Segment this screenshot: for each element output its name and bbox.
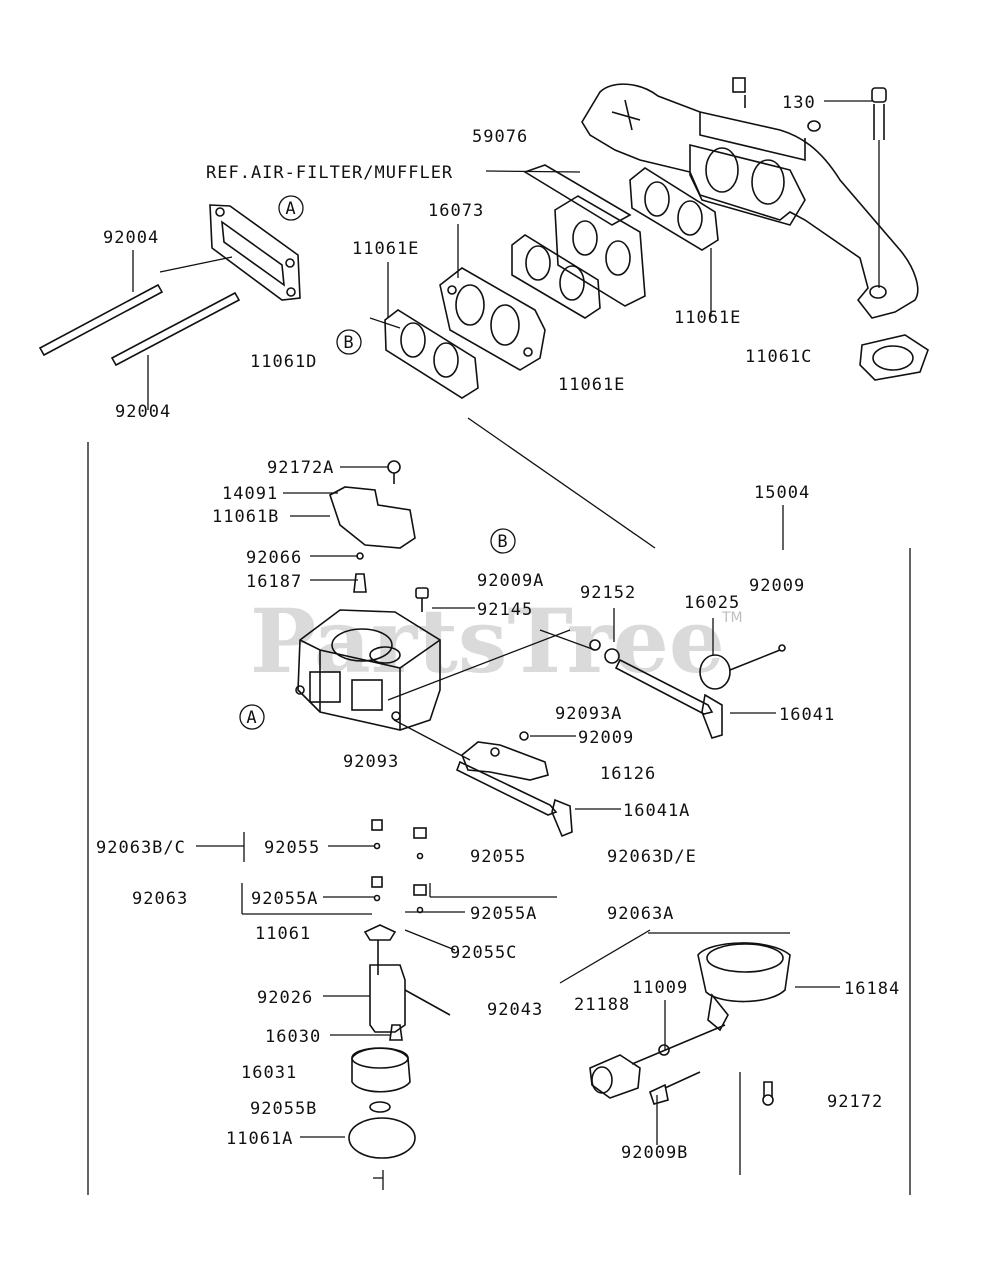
marker-mb2: B (490, 528, 516, 554)
callout-c92055b1: 92055 (470, 847, 526, 867)
marker-ma2: A (239, 704, 265, 730)
marker-ma1: A (278, 195, 304, 221)
callout-c16030: 16030 (265, 1027, 321, 1047)
cover-14091 (329, 460, 416, 593)
callout-c92009: 92009 (749, 576, 805, 596)
circle-markers: A B B A (239, 195, 516, 730)
callout-c11061c: 11061C (745, 347, 812, 367)
callout-c16126: 16126 (600, 764, 656, 784)
callout-c16041: 16041 (779, 705, 835, 725)
callout-c92055a2: 92055A (470, 904, 537, 924)
marker-mb1: B (336, 329, 362, 355)
callout-c92004a: 92004 (103, 228, 159, 248)
callout-c16184: 16184 (844, 979, 900, 999)
callout-c92172: 92172 (827, 1092, 883, 1112)
callout-c14091: 14091 (222, 484, 278, 504)
callout-c92063de: 92063D/E (607, 847, 697, 867)
callout-c15004: 15004 (754, 483, 810, 503)
callout-c11061b: 11061B (212, 507, 279, 527)
callout-c92043: 92043 (487, 1000, 543, 1020)
stud-92004-lower (110, 291, 241, 367)
spacer-16073 (439, 267, 546, 371)
callout-c92055c: 92055C (450, 943, 517, 963)
stud-92004-upper (38, 283, 164, 357)
callout-c92009b2: 92009 (578, 728, 634, 748)
main-jets (371, 819, 427, 914)
callout-c92026: 92026 (257, 988, 313, 1008)
callout-c16031: 16031 (241, 1063, 297, 1083)
callout-c11061e1: 11061E (352, 239, 419, 259)
bolt-130 (871, 87, 887, 288)
callout-c11009: 11009 (632, 978, 688, 998)
marker-circle (239, 704, 265, 730)
callout-cref: REF.AIR-FILTER/MUFFLER (206, 163, 453, 183)
callout-c92152: 92152 (580, 583, 636, 603)
callout-c92055a: 92055A (251, 889, 318, 909)
marker-circle (278, 195, 304, 221)
float-assembly (363, 924, 451, 1041)
callout-c16025: 16025 (684, 593, 740, 613)
marker-letter: B (343, 333, 354, 353)
callout-c11061e2: 11061E (674, 308, 741, 328)
callout-c92145: 92145 (477, 600, 533, 620)
marker-letter: A (285, 199, 296, 219)
watermark-tm: TM (721, 610, 743, 626)
callout-c59076: 59076 (472, 127, 528, 147)
callout-c16041a: 16041A (623, 801, 690, 821)
choke-lever-16126 (455, 731, 573, 838)
callout-c92009a: 92009A (477, 571, 544, 591)
gasket-11061e-rear (629, 167, 719, 251)
leader-lines (132, 100, 872, 1190)
watermark-text: PartsTree (250, 589, 725, 693)
callout-c92009b: 92009B (621, 1143, 688, 1163)
throttle-shaft-16041 (589, 639, 786, 739)
callout-c92055b: 92055B (250, 1099, 317, 1119)
fuel-cup-16184 (631, 942, 791, 1065)
bracket-11061c (523, 164, 632, 226)
callout-c92172a: 92172A (267, 458, 334, 478)
callout-c92004b: 92004 (115, 402, 171, 422)
gasket-11061d (209, 204, 301, 301)
callout-c11061d: 11061D (250, 352, 317, 372)
callout-c11061a: 11061A (226, 1129, 293, 1149)
callout-c11061: 11061 (255, 924, 311, 944)
insulator-59076 (554, 195, 646, 307)
callout-c92063bc: 92063B/C (96, 838, 186, 858)
gasket-11061e-middle (511, 234, 601, 319)
callout-c92063a: 92063A (607, 904, 674, 924)
callout-c92093a: 92093A (555, 704, 622, 724)
callout-c92055a1: 92055 (264, 838, 320, 858)
marker-letter: A (246, 708, 257, 728)
callout-c92066: 92066 (246, 548, 302, 568)
float-bowl-16031 (348, 1047, 416, 1159)
intake-manifold (581, 77, 929, 381)
solenoid-21188 (589, 1054, 774, 1106)
callout-c11061e3: 11061E (558, 375, 625, 395)
marker-letter: B (497, 532, 508, 552)
marker-circle (336, 329, 362, 355)
callout-c21188: 21188 (574, 995, 630, 1015)
callout-c16073: 16073 (428, 201, 484, 221)
callout-c130: 130 (782, 93, 816, 113)
frame-lines (87, 417, 911, 1195)
marker-circle (490, 528, 516, 554)
carburetor-body (295, 587, 441, 731)
callout-c16187: 16187 (246, 572, 302, 592)
callout-c92063: 92063 (132, 889, 188, 909)
callout-c92093: 92093 (343, 752, 399, 772)
gasket-11061e-front (384, 309, 479, 399)
